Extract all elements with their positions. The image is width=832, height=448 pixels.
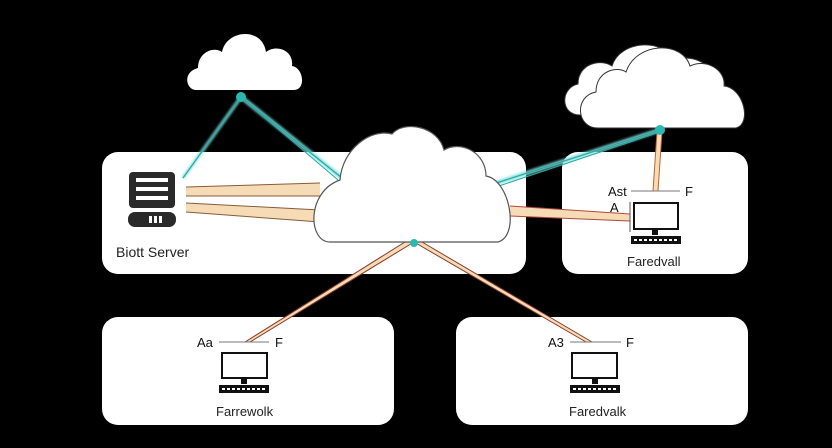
link-center-to-bottom-left-host: [244, 241, 415, 343]
link-center-to-right-host: [509, 202, 631, 232]
cloud-center: [313, 125, 511, 243]
cloud-top-left: [187, 33, 303, 90]
bottom-left-port-left: Aa: [197, 335, 213, 350]
bottom-right-port-left: A3: [548, 335, 564, 350]
right-port-left-top: Ast: [608, 184, 627, 199]
bottom-right-host-label: Faredvalk: [569, 404, 627, 419]
right-port-right: F: [685, 184, 693, 199]
node-dot-center: [410, 239, 418, 247]
computer-icon-bottom-left: [219, 352, 269, 393]
bottom-left-host-label: Farrewolk: [216, 404, 274, 419]
link-center-to-bottom-right-host: [413, 241, 593, 343]
link-cloud-top-right-to-right-host: [652, 131, 663, 192]
link-cloud-top-left-to-server: [181, 96, 243, 179]
link-cloud-top-left-to-center: [239, 95, 344, 181]
computer-icon-right: [631, 202, 681, 244]
cloud-top-right: [564, 44, 745, 129]
server-icon: [128, 172, 176, 227]
bottom-left-port-right: F: [275, 335, 283, 350]
server-label: Biott Server: [116, 244, 190, 260]
link-center-to-cloud-top-right: [486, 128, 661, 190]
right-port-left-bottom: A: [610, 200, 619, 215]
link-server-to-center: [185, 182, 321, 223]
bottom-right-port-right: F: [626, 335, 634, 350]
node-dot-top-left: [236, 92, 246, 102]
computer-icon-bottom-right: [570, 352, 620, 393]
node-dot-top-right: [655, 125, 665, 135]
right-host-label: Faredvall: [627, 254, 681, 269]
